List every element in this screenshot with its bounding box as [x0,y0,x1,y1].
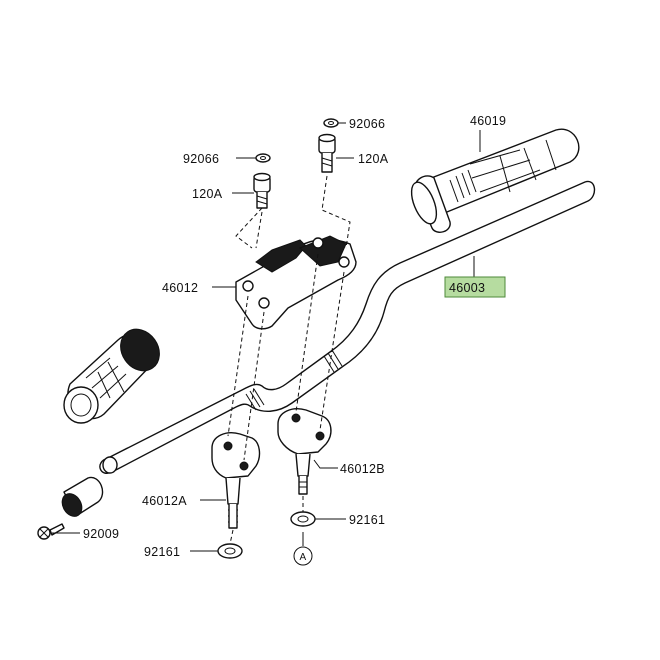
label-46019[interactable]: 46019 [470,114,506,128]
bolt-120a-right[interactable] [318,133,336,173]
lower-clamp-46012a[interactable] [211,432,261,529]
lower-clamp-46012b[interactable] [277,408,332,495]
label-92161-left[interactable]: 92161 [144,545,180,559]
label-92161-right[interactable]: 92161 [349,513,385,527]
label-92066-left[interactable]: 92066 [183,152,219,166]
label-92009[interactable]: 92009 [83,527,119,541]
bar-end-weight[interactable] [58,476,104,519]
label-92066-top[interactable]: 92066 [349,117,385,131]
left-grip[interactable] [63,322,167,424]
label-46012b[interactable]: 46012B [340,462,385,476]
label-46012a[interactable]: 46012A [142,494,187,508]
handlebar-46003[interactable] [99,180,596,474]
right-grip-46019[interactable] [406,128,580,233]
leader-lines [52,122,481,552]
label-46012[interactable]: 46012 [162,281,198,295]
washer-92066-left[interactable] [255,153,271,163]
washer-92066-top[interactable] [323,118,339,128]
label-ref-a: A [300,552,307,563]
label-120a-left[interactable]: 120A [192,187,223,201]
label-46003[interactable]: 46003 [449,281,485,295]
washer-92161-left[interactable] [217,543,243,559]
assembly-guide-lines [227,175,351,545]
upper-clamp-46012[interactable] [235,235,357,330]
screw-92009[interactable] [37,523,65,540]
washer-92161-right[interactable] [290,511,316,527]
bolt-120a-left[interactable] [253,172,271,209]
part-number-highlight [444,276,506,298]
label-120a-right[interactable]: 120A [358,152,389,166]
reference-circle-a [293,546,313,566]
